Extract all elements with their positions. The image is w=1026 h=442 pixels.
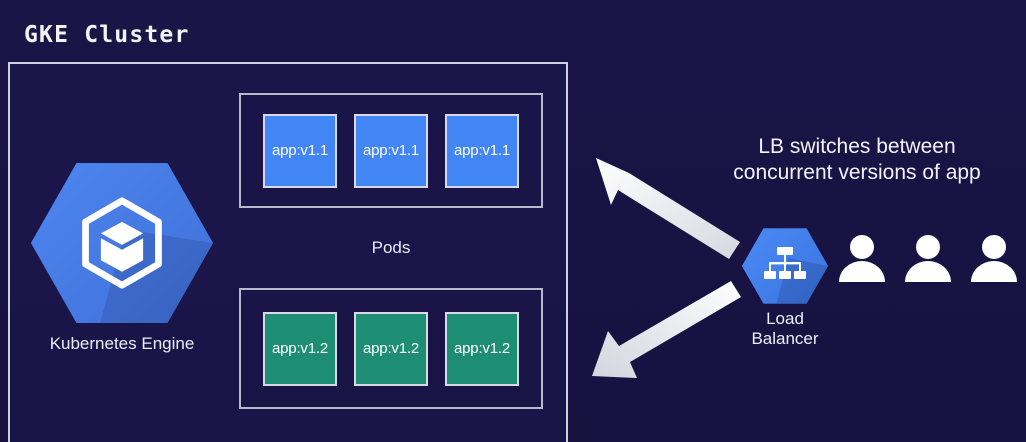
pod-group-v1-2: app:v1.2 app:v1.2 app:v1.2 [239, 288, 543, 409]
users-group [836, 234, 1020, 282]
caption-text: LB switches between concurrent versions … [688, 134, 1026, 185]
load-balancer-label-line-2: Balancer [751, 328, 819, 348]
kubernetes-engine-node[interactable]: Kubernetes Engine [28, 158, 216, 354]
kubernetes-cube-glyph [82, 197, 162, 289]
pod-item[interactable]: app:v1.2 [354, 311, 428, 386]
pod-item[interactable]: app:v1.2 [263, 311, 337, 386]
kubernetes-engine-hexagon-icon [31, 158, 213, 328]
cluster-title: GKE Cluster [24, 22, 190, 48]
pod-group-v1-1: app:v1.1 app:v1.1 app:v1.1 [239, 93, 543, 208]
kubernetes-engine-label: Kubernetes Engine [49, 334, 195, 353]
pods-label: Pods [371, 238, 411, 257]
caption-line-1: LB switches between [758, 135, 956, 158]
load-balancer-label-line-1: Load [766, 309, 804, 328]
user-icon [839, 235, 885, 282]
network-tree-glyph [764, 247, 806, 279]
pod-item[interactable]: app:v1.1 [445, 113, 519, 188]
arrow-to-v1-2 [592, 281, 741, 378]
pod-item[interactable]: app:v1.2 [445, 311, 519, 386]
pod-item[interactable]: app:v1.1 [263, 113, 337, 188]
load-balancer-node[interactable]: Load Balancer [737, 226, 833, 348]
load-balancer-hexagon-icon [742, 226, 828, 306]
load-balancer-label: Load Balancer [737, 309, 833, 348]
caption-line-2: concurrent versions of app [733, 160, 981, 184]
user-icon [905, 235, 951, 282]
pod-item[interactable]: app:v1.1 [354, 113, 428, 188]
user-icon [971, 235, 1017, 282]
